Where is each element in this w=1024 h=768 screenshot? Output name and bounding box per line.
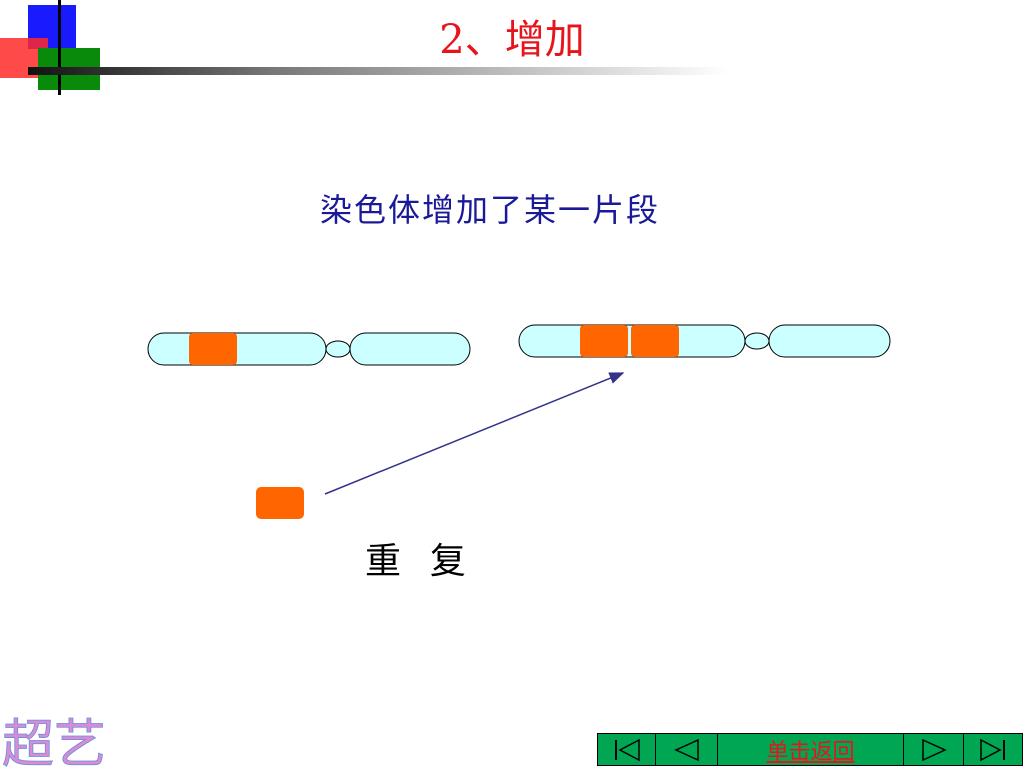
original-chromosome-centromere bbox=[325, 340, 351, 358]
slide-title: 2、增加 bbox=[439, 17, 585, 63]
next-icon bbox=[921, 738, 947, 761]
duplication-label: 重 复 bbox=[365, 541, 468, 582]
slide-subtitle: 染色体增加了某一片段 bbox=[319, 191, 660, 229]
duplicated-segment-2 bbox=[631, 325, 679, 357]
first-page-icon bbox=[614, 738, 640, 761]
brand-logo: 超艺 bbox=[2, 715, 107, 768]
slide-navigation-bar: 单击返回 bbox=[597, 733, 1023, 766]
last-slide-button[interactable] bbox=[964, 734, 1022, 765]
original-chromosome bbox=[147, 332, 471, 366]
duplicated-chromosome-centromere bbox=[744, 332, 770, 350]
original-segment bbox=[189, 333, 237, 365]
inserted-segment bbox=[256, 487, 304, 519]
duplicated-chromosome-short-arm bbox=[768, 324, 891, 358]
original-chromosome-short-arm bbox=[349, 332, 471, 366]
title-underline bbox=[28, 67, 728, 75]
previous-icon bbox=[673, 738, 699, 761]
first-slide-button[interactable] bbox=[598, 734, 656, 765]
duplicated-chromosome bbox=[518, 324, 891, 358]
next-slide-button[interactable] bbox=[904, 734, 964, 765]
duplicated-segment-1 bbox=[580, 325, 628, 357]
brand-logo-text: 超艺 bbox=[2, 715, 106, 768]
return-button[interactable]: 单击返回 bbox=[718, 734, 904, 765]
last-page-icon bbox=[980, 738, 1005, 761]
previous-slide-button[interactable] bbox=[656, 734, 718, 765]
insertion-arrow bbox=[324, 372, 625, 495]
